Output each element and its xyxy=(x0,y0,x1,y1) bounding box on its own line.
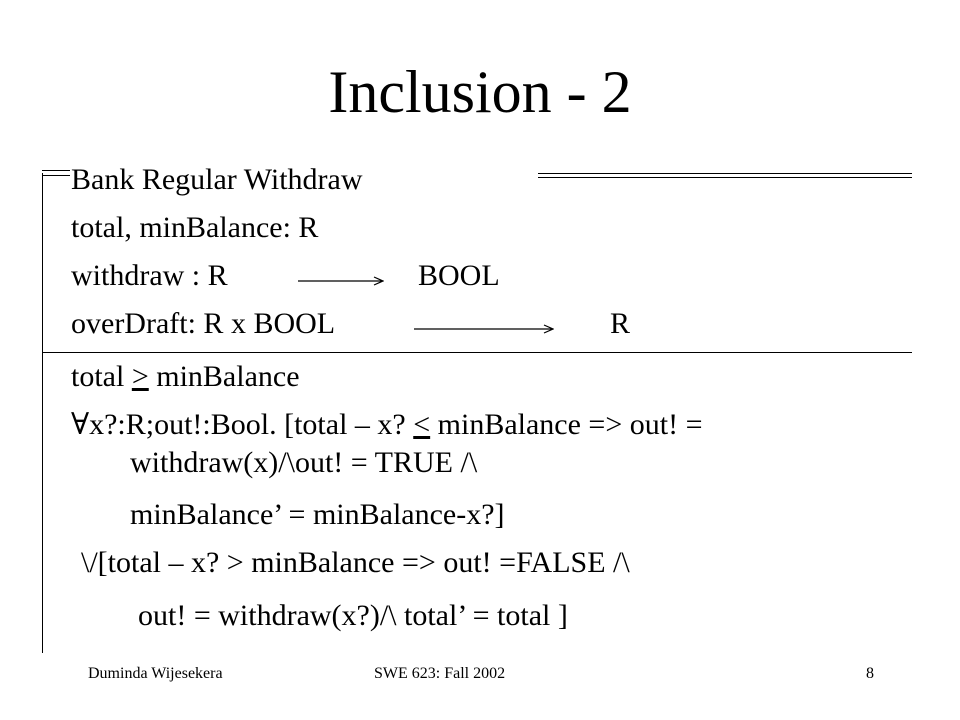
declaration-total-minbalance: total, minBalance: R xyxy=(71,211,319,244)
declaration-overdraft-left: overDraft: R x BOOL xyxy=(71,307,336,340)
geq-operator: > xyxy=(131,360,149,393)
function-arrow-icon xyxy=(414,324,554,334)
footer-course: SWE 623: Fall 2002 xyxy=(374,665,506,682)
declaration-withdraw-right: BOOL xyxy=(418,259,500,292)
schema-left-border xyxy=(42,173,43,653)
slide-title: Inclusion - 2 xyxy=(328,59,632,125)
predicate-text: ∀x?:R;out!:Bool. [total – x? xyxy=(71,408,414,441)
predicate-forall: ∀x?:R;out!:Bool. [total – x? < minBalanc… xyxy=(71,408,703,442)
leq-operator: < xyxy=(413,408,431,441)
predicate-minbalance-update: minBalance’ = minBalance-x?] xyxy=(130,498,505,531)
footer-page-number: 8 xyxy=(866,665,874,682)
declaration-overdraft-right: R xyxy=(610,307,631,340)
schema-divider xyxy=(42,352,912,353)
schema-top-left-rule-a xyxy=(42,170,70,171)
declaration-withdraw-left: withdraw : R xyxy=(71,259,228,292)
predicate-withdraw-true: withdraw(x)/\out! = TRUE /\ xyxy=(130,446,478,479)
schema-top-right-rule-b xyxy=(538,177,912,178)
schema-name: Bank Regular Withdraw xyxy=(71,163,363,196)
footer-author: Duminda Wijesekera xyxy=(88,665,223,682)
predicate-withdraw-false: out! = withdraw(x?)/\ total’ = total ] xyxy=(138,599,568,632)
predicate-or-branch: \/[total – x? > minBalance => out! =FALS… xyxy=(81,546,630,579)
predicate-total-geq-minbalance: total > minBalance xyxy=(71,360,300,394)
schema-top-left-rule-b xyxy=(42,175,70,176)
function-arrow-icon xyxy=(298,276,384,286)
predicate-text: total xyxy=(71,360,132,393)
predicate-text: minBalance => out! = xyxy=(430,408,703,441)
schema-top-right-rule-a xyxy=(538,173,912,174)
predicate-text: minBalance xyxy=(148,360,300,393)
